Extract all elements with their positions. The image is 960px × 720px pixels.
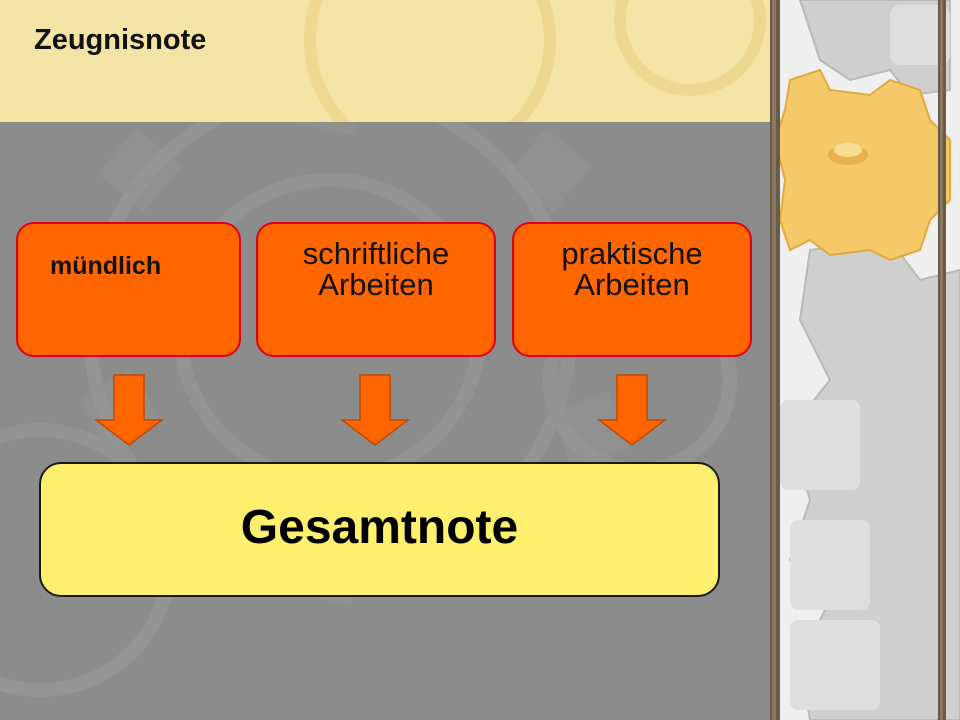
source-box-schriftliche-arbeiten: schriftliche Arbeiten — [256, 222, 496, 357]
source-label-line: Arbeiten — [574, 267, 690, 302]
source-label-schriftliche-arbeiten: schriftliche Arbeiten — [258, 238, 494, 300]
source-label-muendlich: mündlich — [50, 252, 162, 280]
source-box-muendlich: mündlich — [16, 222, 241, 357]
source-label-praktische-arbeiten: praktische Arbeiten — [514, 238, 750, 300]
source-label-line: praktische — [561, 236, 703, 271]
page-title: Zeugnisnote — [34, 24, 207, 56]
header-band: Zeugnisnote — [0, 0, 770, 122]
result-box-gesamtnote: Gesamtnote — [39, 462, 720, 597]
down-arrow-icon — [94, 374, 164, 446]
source-label-line: Arbeiten — [318, 267, 434, 302]
header-gears-decoration — [304, 0, 766, 122]
down-arrow-icon — [597, 374, 667, 446]
source-label-line: schriftliche — [302, 236, 450, 271]
result-label: Gesamtnote — [240, 501, 519, 554]
source-box-praktische-arbeiten: praktische Arbeiten — [512, 222, 752, 357]
gears-image — [770, 0, 960, 720]
down-arrow-icon — [340, 374, 410, 446]
